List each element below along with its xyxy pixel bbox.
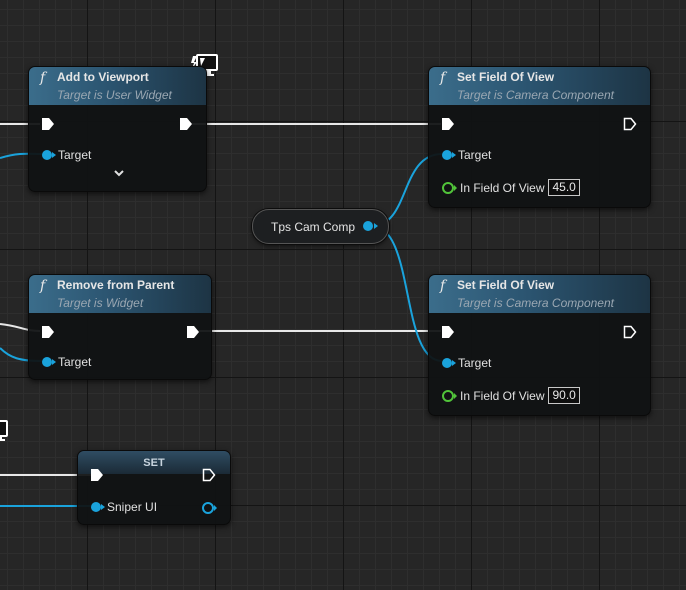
pin-label: Target — [458, 356, 492, 370]
exec-out-pin[interactable] — [623, 325, 637, 339]
object-out-pin[interactable] — [363, 221, 378, 231]
float-pin-icon — [442, 181, 457, 194]
target-pin[interactable]: Target — [42, 148, 91, 162]
object-out-pin[interactable] — [202, 502, 217, 514]
node-subtitle: Target is Widget — [57, 296, 144, 310]
node-subtitle: Target is Camera Component — [457, 296, 614, 310]
target-pin[interactable]: Target — [442, 356, 491, 370]
node-subtitle: Target is User Widget — [57, 88, 172, 102]
node-title: Set Field Of View — [457, 70, 555, 84]
field-of-view-input[interactable]: 45.0 — [548, 179, 580, 196]
field-of-view-pin[interactable]: In Field Of View 90.0 — [442, 387, 580, 404]
object-pin-icon — [442, 358, 456, 368]
pin-label: Sniper UI — [107, 500, 158, 514]
chevron-down-icon[interactable] — [113, 167, 125, 179]
exec-in-pin[interactable] — [41, 117, 55, 131]
variable-label: Tps Cam Comp — [271, 220, 356, 234]
function-icon: f — [440, 70, 446, 86]
remove-from-parent-node[interactable]: f Remove from Parent Target is Widget Ta… — [28, 274, 212, 380]
exec-in-pin[interactable] — [41, 325, 55, 339]
exec-in-pin[interactable] — [441, 117, 455, 131]
node-header[interactable]: f Set Field Of View Target is Camera Com… — [429, 275, 650, 313]
pin-label: In Field Of View — [460, 180, 545, 195]
monitor-icon — [0, 420, 8, 441]
node-header[interactable]: f Set Field Of View Target is Camera Com… — [429, 67, 650, 105]
exec-out-pin[interactable] — [179, 117, 193, 131]
function-icon: f — [40, 70, 46, 86]
exec-out-pin[interactable] — [202, 468, 216, 482]
node-title: SET — [143, 457, 165, 469]
float-pin-icon — [442, 389, 457, 402]
object-pin-icon — [91, 502, 105, 512]
exec-out-pin[interactable] — [186, 325, 200, 339]
field-of-view-input[interactable]: 90.0 — [548, 387, 580, 404]
node-header[interactable]: SET — [78, 451, 230, 474]
exec-out-pin[interactable] — [623, 117, 637, 131]
object-pin-icon — [42, 357, 56, 367]
set-field-of-view-node[interactable]: f Set Field Of View Target is Camera Com… — [428, 274, 651, 416]
node-header[interactable]: f Add to Viewport Target is User Widget — [29, 67, 206, 105]
pin-label: Target — [58, 148, 92, 162]
set-field-of-view-node[interactable]: f Set Field Of View Target is Camera Com… — [428, 66, 651, 208]
function-icon: f — [40, 278, 46, 294]
function-icon: f — [440, 278, 446, 294]
target-pin[interactable]: Target — [42, 355, 91, 369]
object-pin-icon — [42, 150, 56, 160]
add-to-viewport-node[interactable]: f Add to Viewport Target is User Widget … — [28, 66, 207, 192]
object-pin-icon — [442, 150, 456, 160]
exec-in-pin[interactable] — [441, 325, 455, 339]
tps-cam-comp-getter[interactable]: Tps Cam Comp — [252, 209, 389, 244]
sniper-ui-pin[interactable]: Sniper UI — [91, 500, 157, 514]
field-of-view-pin[interactable]: In Field Of View 45.0 — [442, 179, 580, 196]
exec-in-pin[interactable] — [90, 468, 104, 482]
node-title: Add to Viewport — [57, 70, 149, 84]
node-subtitle: Target is Camera Component — [457, 88, 614, 102]
set-variable-node[interactable]: SET Sniper UI — [77, 450, 231, 525]
node-header[interactable]: f Remove from Parent Target is Widget — [29, 275, 211, 313]
target-pin[interactable]: Target — [442, 148, 491, 162]
pin-label: Target — [58, 355, 92, 369]
pin-label: In Field Of View — [460, 388, 545, 403]
node-title: Remove from Parent — [57, 278, 175, 292]
pin-label: Target — [458, 148, 492, 162]
node-title: Set Field Of View — [457, 278, 555, 292]
